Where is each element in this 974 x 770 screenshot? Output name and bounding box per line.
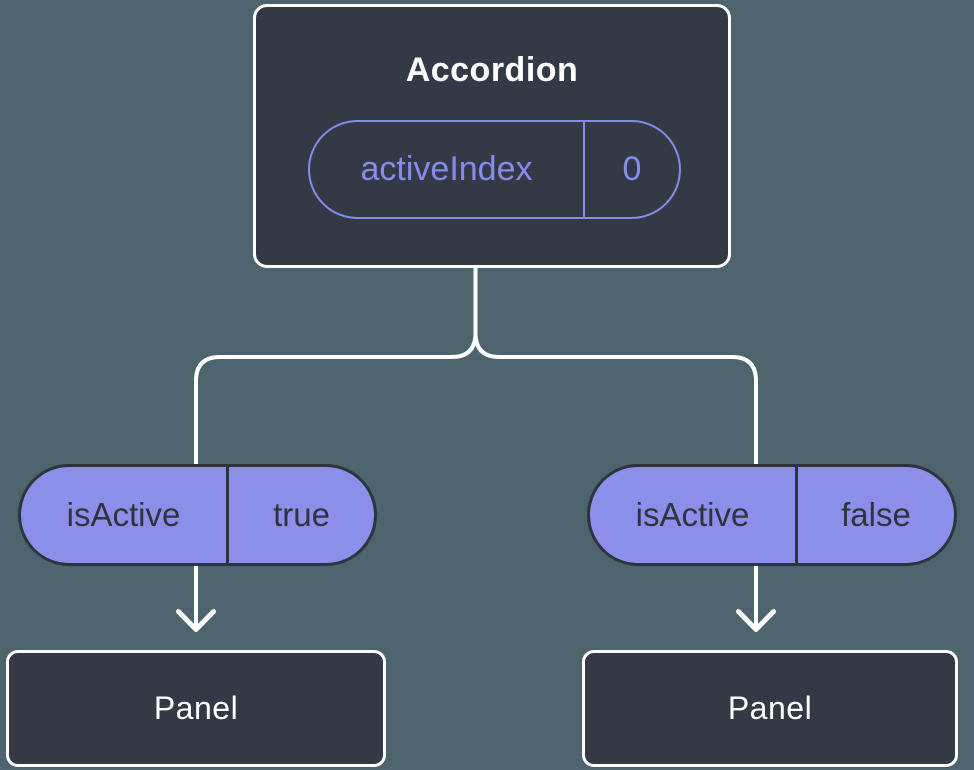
connector-right-branch (473, 266, 758, 629)
panel-node-title: Panel (727, 690, 813, 726)
prop-value-label: 0 (622, 150, 642, 188)
accordion-node: Accordion activeIndex 0 (253, 4, 731, 268)
connector-left-branch (194, 266, 478, 629)
active-index-prop-pill: activeIndex 0 (308, 120, 681, 219)
prop-name-label: activeIndex (310, 122, 585, 217)
prop-value-label: false (841, 496, 911, 533)
panel-node-title: Panel (153, 690, 239, 726)
is-active-true-pill: isActive true (18, 464, 377, 566)
panel-node-left: Panel (6, 650, 386, 767)
is-active-false-pill: isActive false (587, 464, 957, 566)
arrowhead-right-icon (736, 609, 776, 632)
prop-name-label: isActive (21, 467, 229, 563)
accordion-node-title: Accordion (405, 51, 579, 89)
arrowhead-left-icon (176, 609, 216, 632)
prop-value-label: true (273, 496, 330, 533)
panel-node-right: Panel (582, 650, 958, 767)
prop-name-label: isActive (590, 467, 798, 563)
